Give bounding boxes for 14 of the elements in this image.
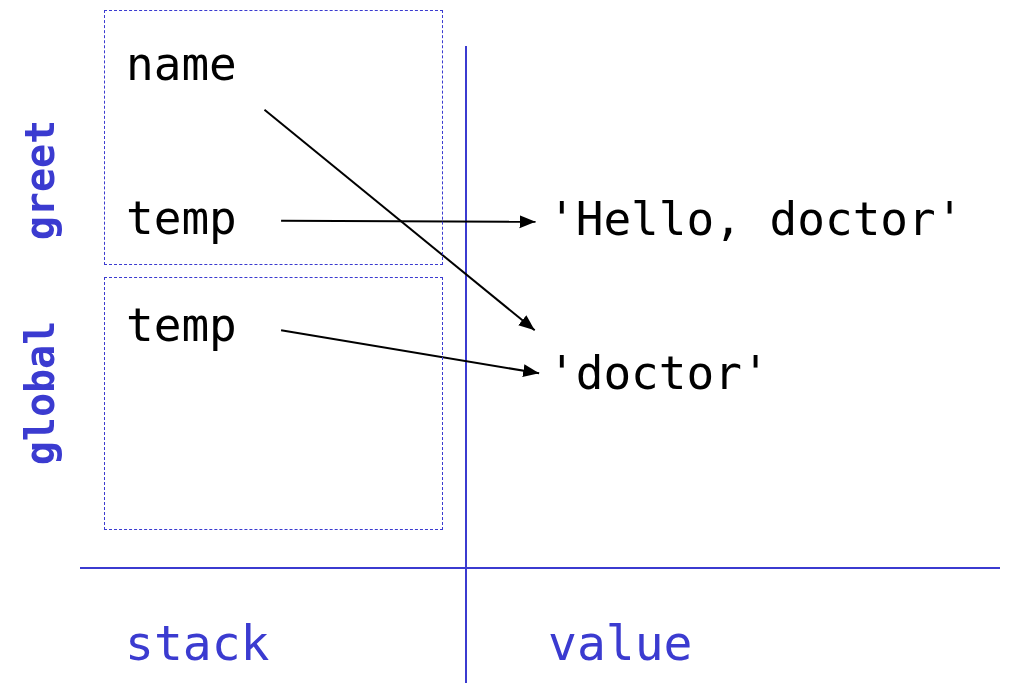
arrow xyxy=(280,215,537,229)
frame-label: greet xyxy=(17,119,64,241)
column-label: stack xyxy=(125,617,270,670)
arrow xyxy=(280,329,541,377)
value-text: 'doctor' xyxy=(548,348,770,399)
column-label: value xyxy=(548,617,693,670)
variable-name: temp xyxy=(126,300,237,351)
stack-frame xyxy=(104,277,443,530)
frame-label: global xyxy=(16,320,63,466)
stack-frame xyxy=(104,10,443,265)
variable-name: temp xyxy=(126,193,237,244)
variable-name: name xyxy=(126,39,237,90)
value-text: 'Hello, doctor' xyxy=(548,194,964,245)
arrow xyxy=(263,108,536,332)
